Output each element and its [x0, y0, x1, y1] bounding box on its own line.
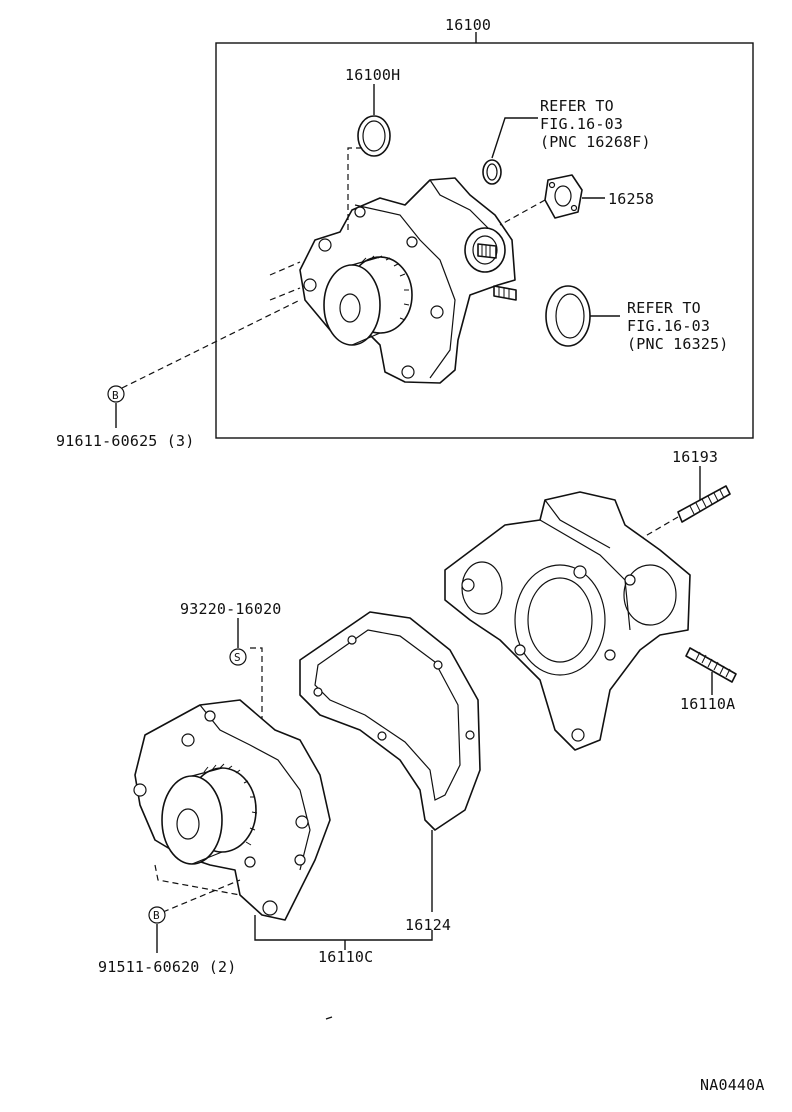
stud-16193	[629, 466, 731, 546]
label-stud-16110a: 16110A	[680, 695, 735, 713]
label-bolt-upper: 91611-60625 (3)	[56, 432, 194, 450]
marker-b-upper-text: B	[112, 389, 119, 402]
label-assembly-16100: 16100	[445, 16, 491, 34]
assembly-box	[215, 32, 754, 439]
label-refer2-line2: FIG.16-03	[627, 317, 710, 335]
nut-marker-s	[229, 648, 247, 666]
bolt-marker-b-lower	[148, 906, 166, 924]
label-nut-93220: 93220-16020	[180, 600, 282, 618]
label-refer1-line2: FIG.16-03	[540, 115, 623, 133]
label-refer2-line3: (PNC 16325)	[627, 335, 729, 353]
oring-ref-16268f	[482, 159, 502, 185]
label-refer1-line3: (PNC 16268F)	[540, 133, 651, 151]
label-refer2-line1: REFER TO	[627, 299, 701, 317]
lower-pump-drawing	[133, 699, 331, 921]
label-pump-16110c: 16110C	[318, 948, 373, 966]
label-oring-16100h: 16100H	[345, 66, 400, 84]
label-bolt-lower: 91511-60620 (2)	[98, 958, 236, 976]
label-stud-16193: 16193	[672, 448, 718, 466]
upper-pump-drawing	[299, 177, 517, 384]
marker-s-text: S	[234, 651, 241, 664]
nut-93220-16020	[229, 618, 263, 760]
marker-b-lower-text: B	[153, 909, 160, 922]
label-gasket-16124: 16124	[405, 916, 451, 934]
bolt-marker-b-upper	[107, 385, 125, 403]
rear-housing-drawing	[444, 491, 691, 751]
gasket-16124	[299, 611, 481, 912]
label-gasket-16258: 16258	[608, 190, 654, 208]
label-figure-code: NA0440A	[700, 1076, 765, 1094]
label-refer1-line1: REFER TO	[540, 97, 614, 115]
stud-16110a	[685, 647, 737, 695]
